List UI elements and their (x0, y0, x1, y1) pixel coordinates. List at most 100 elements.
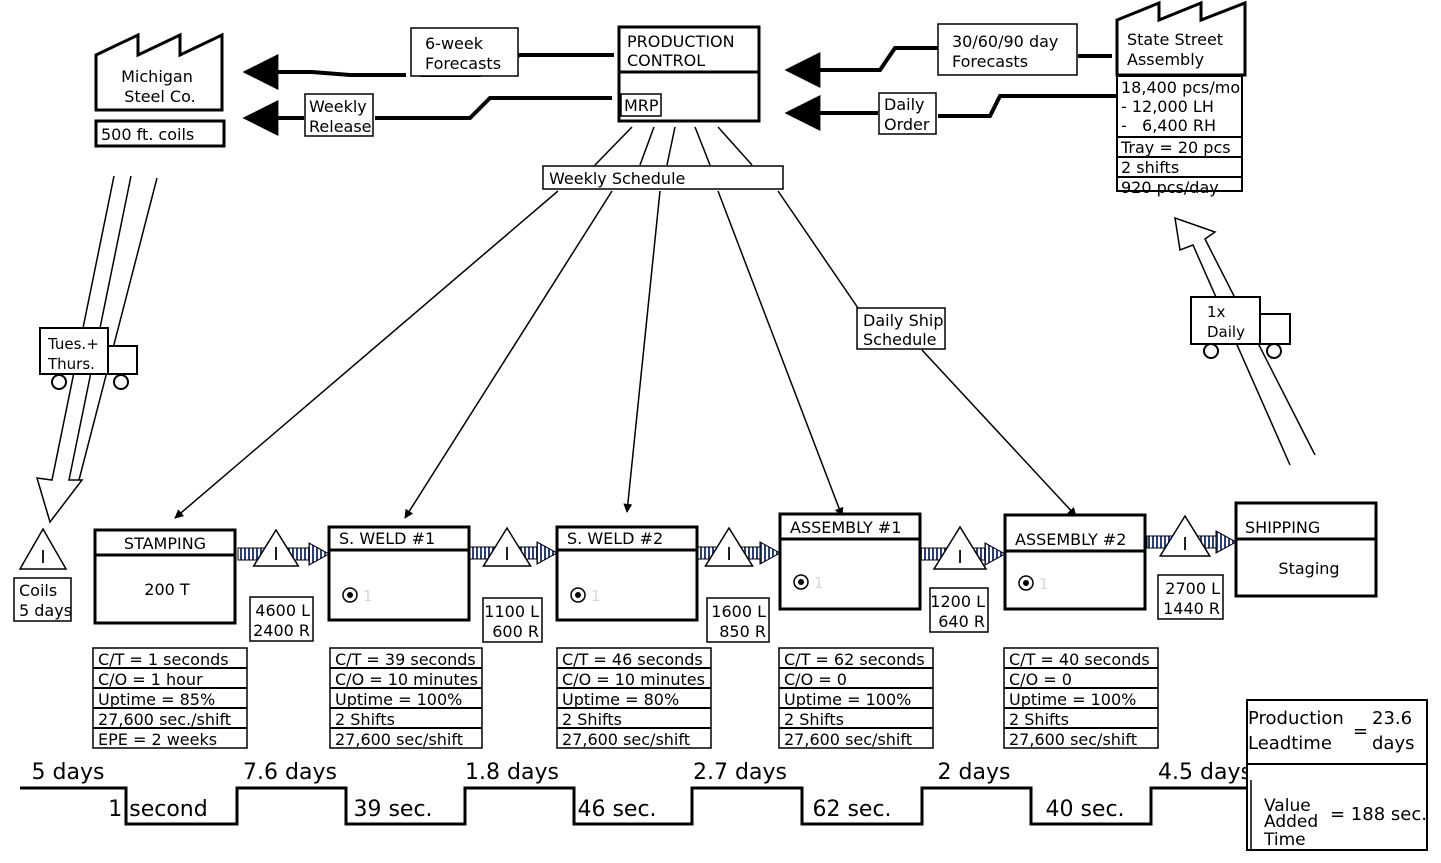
truck-label: Daily (1207, 323, 1245, 341)
production-control-title-line1: PRODUCTION (627, 32, 735, 51)
timeline-process-time: 1 second (108, 797, 207, 822)
process-data-row: 27,600 sec/shift (1009, 730, 1137, 749)
supplier-name-line1: Michigan (121, 67, 193, 86)
operator-icon-head (798, 579, 804, 585)
inventory-symbol: I (957, 547, 962, 568)
inventory-triangle (252, 528, 300, 567)
process-name: STAMPING (124, 534, 206, 553)
electronic-flow-6-week-forecast: 6-week Forecasts (242, 27, 614, 90)
process-name: S. WELD #1 (339, 529, 435, 548)
inventory-symbol: I (1182, 534, 1187, 555)
value-added-label: Added (1264, 812, 1318, 832)
daily-ship-label: Schedule (863, 330, 937, 349)
inventory-symbol: I (504, 544, 509, 565)
process-data-row: Uptime = 100% (335, 690, 462, 709)
flow-label: 30/60/90 day (952, 32, 1058, 51)
process-data-row: 2 Shifts (562, 710, 622, 729)
value-added-label: Value (1264, 796, 1311, 816)
customer-data-box: 18,400 pcs/mo - 12,000 LH - 6,400 RH Tra… (1116, 75, 1243, 197)
process-name: ASSEMBLY #2 (1015, 530, 1126, 549)
raw-inventory-label: 5 days (19, 601, 72, 620)
inventory-symbol: I (726, 544, 731, 565)
lead-time-label: Production (1248, 708, 1344, 729)
flow-label: 6-week (425, 34, 484, 53)
inventory-left: 1100 L (484, 602, 539, 621)
electronic-flow-weekly-release: Weekly Release (242, 93, 612, 137)
inventory-box (706, 597, 770, 643)
process-name: S. WELD #2 (567, 529, 663, 548)
process-box-outline (1003, 513, 1147, 611)
customer-factory-icon: State Street Assembly (1115, 0, 1247, 77)
process-data-row: C/T = 1 seconds (98, 650, 229, 669)
weekly-schedule-flows (174, 126, 1077, 519)
operator-icon-head (347, 592, 353, 598)
process-data-row: 27,600 sec./shift (98, 710, 231, 729)
process-data-row: C/T = 46 seconds (562, 650, 703, 669)
data-box-outline (556, 647, 712, 749)
customer-row: - 12,000 LH (1121, 97, 1214, 116)
inventory-right: 2400 R (253, 621, 310, 640)
data-box-outline (1003, 647, 1159, 749)
customer-row: 2 shifts (1121, 158, 1179, 177)
supplier-spec-box (94, 119, 226, 148)
timeline-wait-time: 2 days (938, 760, 1011, 785)
process-data-row: C/O = 1 hour (98, 670, 203, 689)
process-data-row: 2 Shifts (784, 710, 844, 729)
process-data-row: 27,600 sec/shift (784, 730, 912, 749)
electronic-flow-daily-order: Daily Order (784, 92, 1116, 135)
process-data-row: C/T = 62 seconds (784, 650, 925, 669)
production-control-box: PRODUCTION CONTROL MRP (617, 25, 761, 123)
inventory-right: 850 R (719, 622, 766, 641)
process-data-row: Uptime = 80% (562, 690, 679, 709)
data-box-outline (778, 647, 934, 749)
mrp-label: MRP (624, 96, 659, 115)
raw-inventory-triangle: I (18, 527, 68, 570)
inventory-box (249, 596, 314, 642)
timeline-wait-time: 4.5 days (1158, 760, 1252, 785)
process-data-row: C/O = 0 (784, 670, 847, 689)
process-name: ASSEMBLY #1 (790, 518, 901, 537)
process-box-outline (327, 525, 471, 622)
inventory-left: 4600 L (255, 601, 310, 620)
inventory-box (929, 587, 989, 633)
timeline-process-time: 40 sec. (1045, 797, 1124, 822)
inventory-left: 2700 L (1165, 579, 1220, 598)
inbound-truck-icon: Tues.+ Thurs. (39, 327, 138, 390)
inventory-symbol: I (273, 544, 278, 565)
operator-count: 1 (363, 587, 373, 605)
data-box-outline (92, 647, 248, 749)
operator-icon-head (1023, 580, 1029, 586)
process-data-row: C/O = 10 minutes (335, 670, 478, 689)
inventory-box (1157, 574, 1224, 620)
process-data-row: 2 Shifts (1009, 710, 1069, 729)
process-name: SHIPPING (1245, 518, 1320, 537)
raw-inventory-box (13, 577, 72, 622)
timeline-wait-time: 2.7 days (693, 760, 787, 785)
timeline-process-time: 46 sec. (577, 797, 656, 822)
raw-inventory-label: Coils (19, 581, 57, 600)
lead-time-value: 23.6 (1372, 708, 1412, 729)
customer-row: 920 pcs/day (1121, 178, 1219, 197)
timeline-ladder (20, 786, 1250, 826)
flow-label: Weekly (309, 97, 367, 116)
process-data-row: Uptime = 100% (784, 690, 911, 709)
inventory-right: 600 R (492, 622, 539, 641)
inventory-left: 1200 L (930, 592, 985, 611)
weekly-schedule-box (542, 165, 784, 190)
lead-time-label: Leadtime (1248, 733, 1332, 754)
lead-time-summary-box: Production Leadtime = 23.6 days Value Ad… (1246, 699, 1428, 851)
inventory-left: 1600 L (711, 602, 766, 621)
customer-name-line2: Assembly (1127, 50, 1204, 69)
outbound-truck-icon: 1x Daily (1190, 296, 1291, 359)
inventory-box (482, 597, 543, 643)
